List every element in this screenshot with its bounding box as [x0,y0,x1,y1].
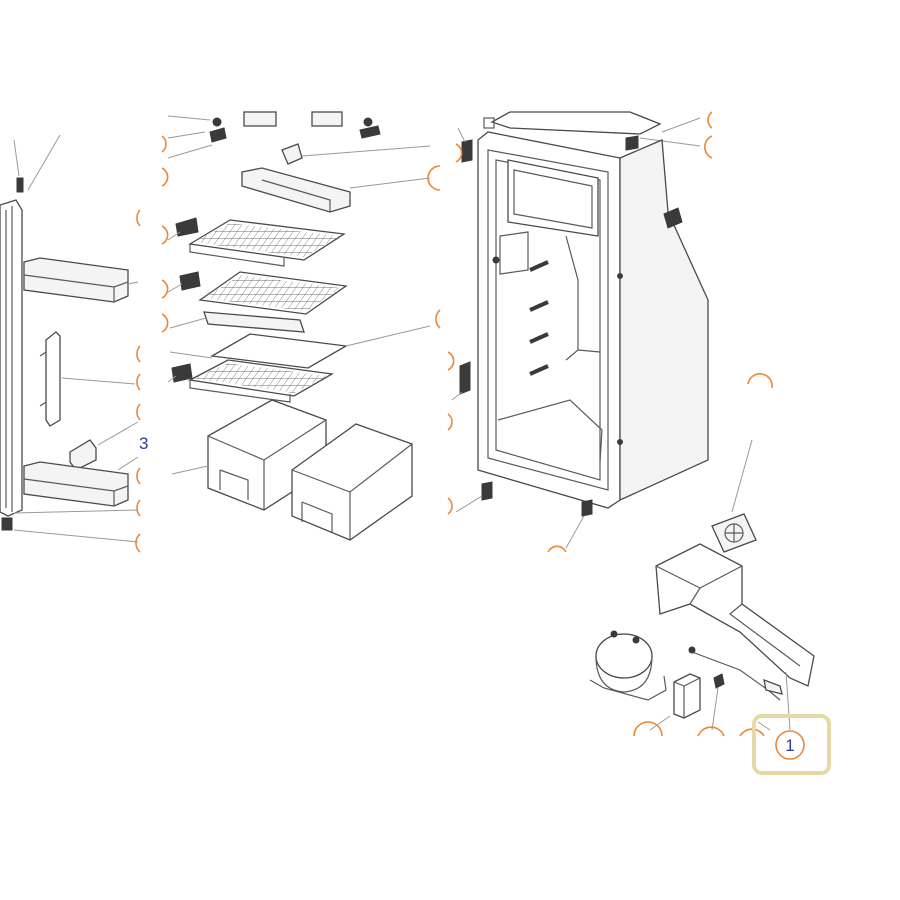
interior-parts [167,111,431,541]
compressor-assembly [589,373,815,737]
callout-1-highlight-frame [752,714,831,775]
callout-arcs-middle [161,135,441,333]
callout-arcs-cabinet [447,111,713,553]
callout-1-circle [775,730,805,760]
callout-1-label: 1 [785,736,794,755]
door-assembly [0,134,139,543]
cabinet-assembly [451,111,709,549]
svg-text:3: 3 [139,434,148,453]
callout-1[interactable]: 1 [752,714,831,775]
callout-3-left[interactable]: 3 [139,434,148,453]
callout-arcs-left [135,209,141,553]
